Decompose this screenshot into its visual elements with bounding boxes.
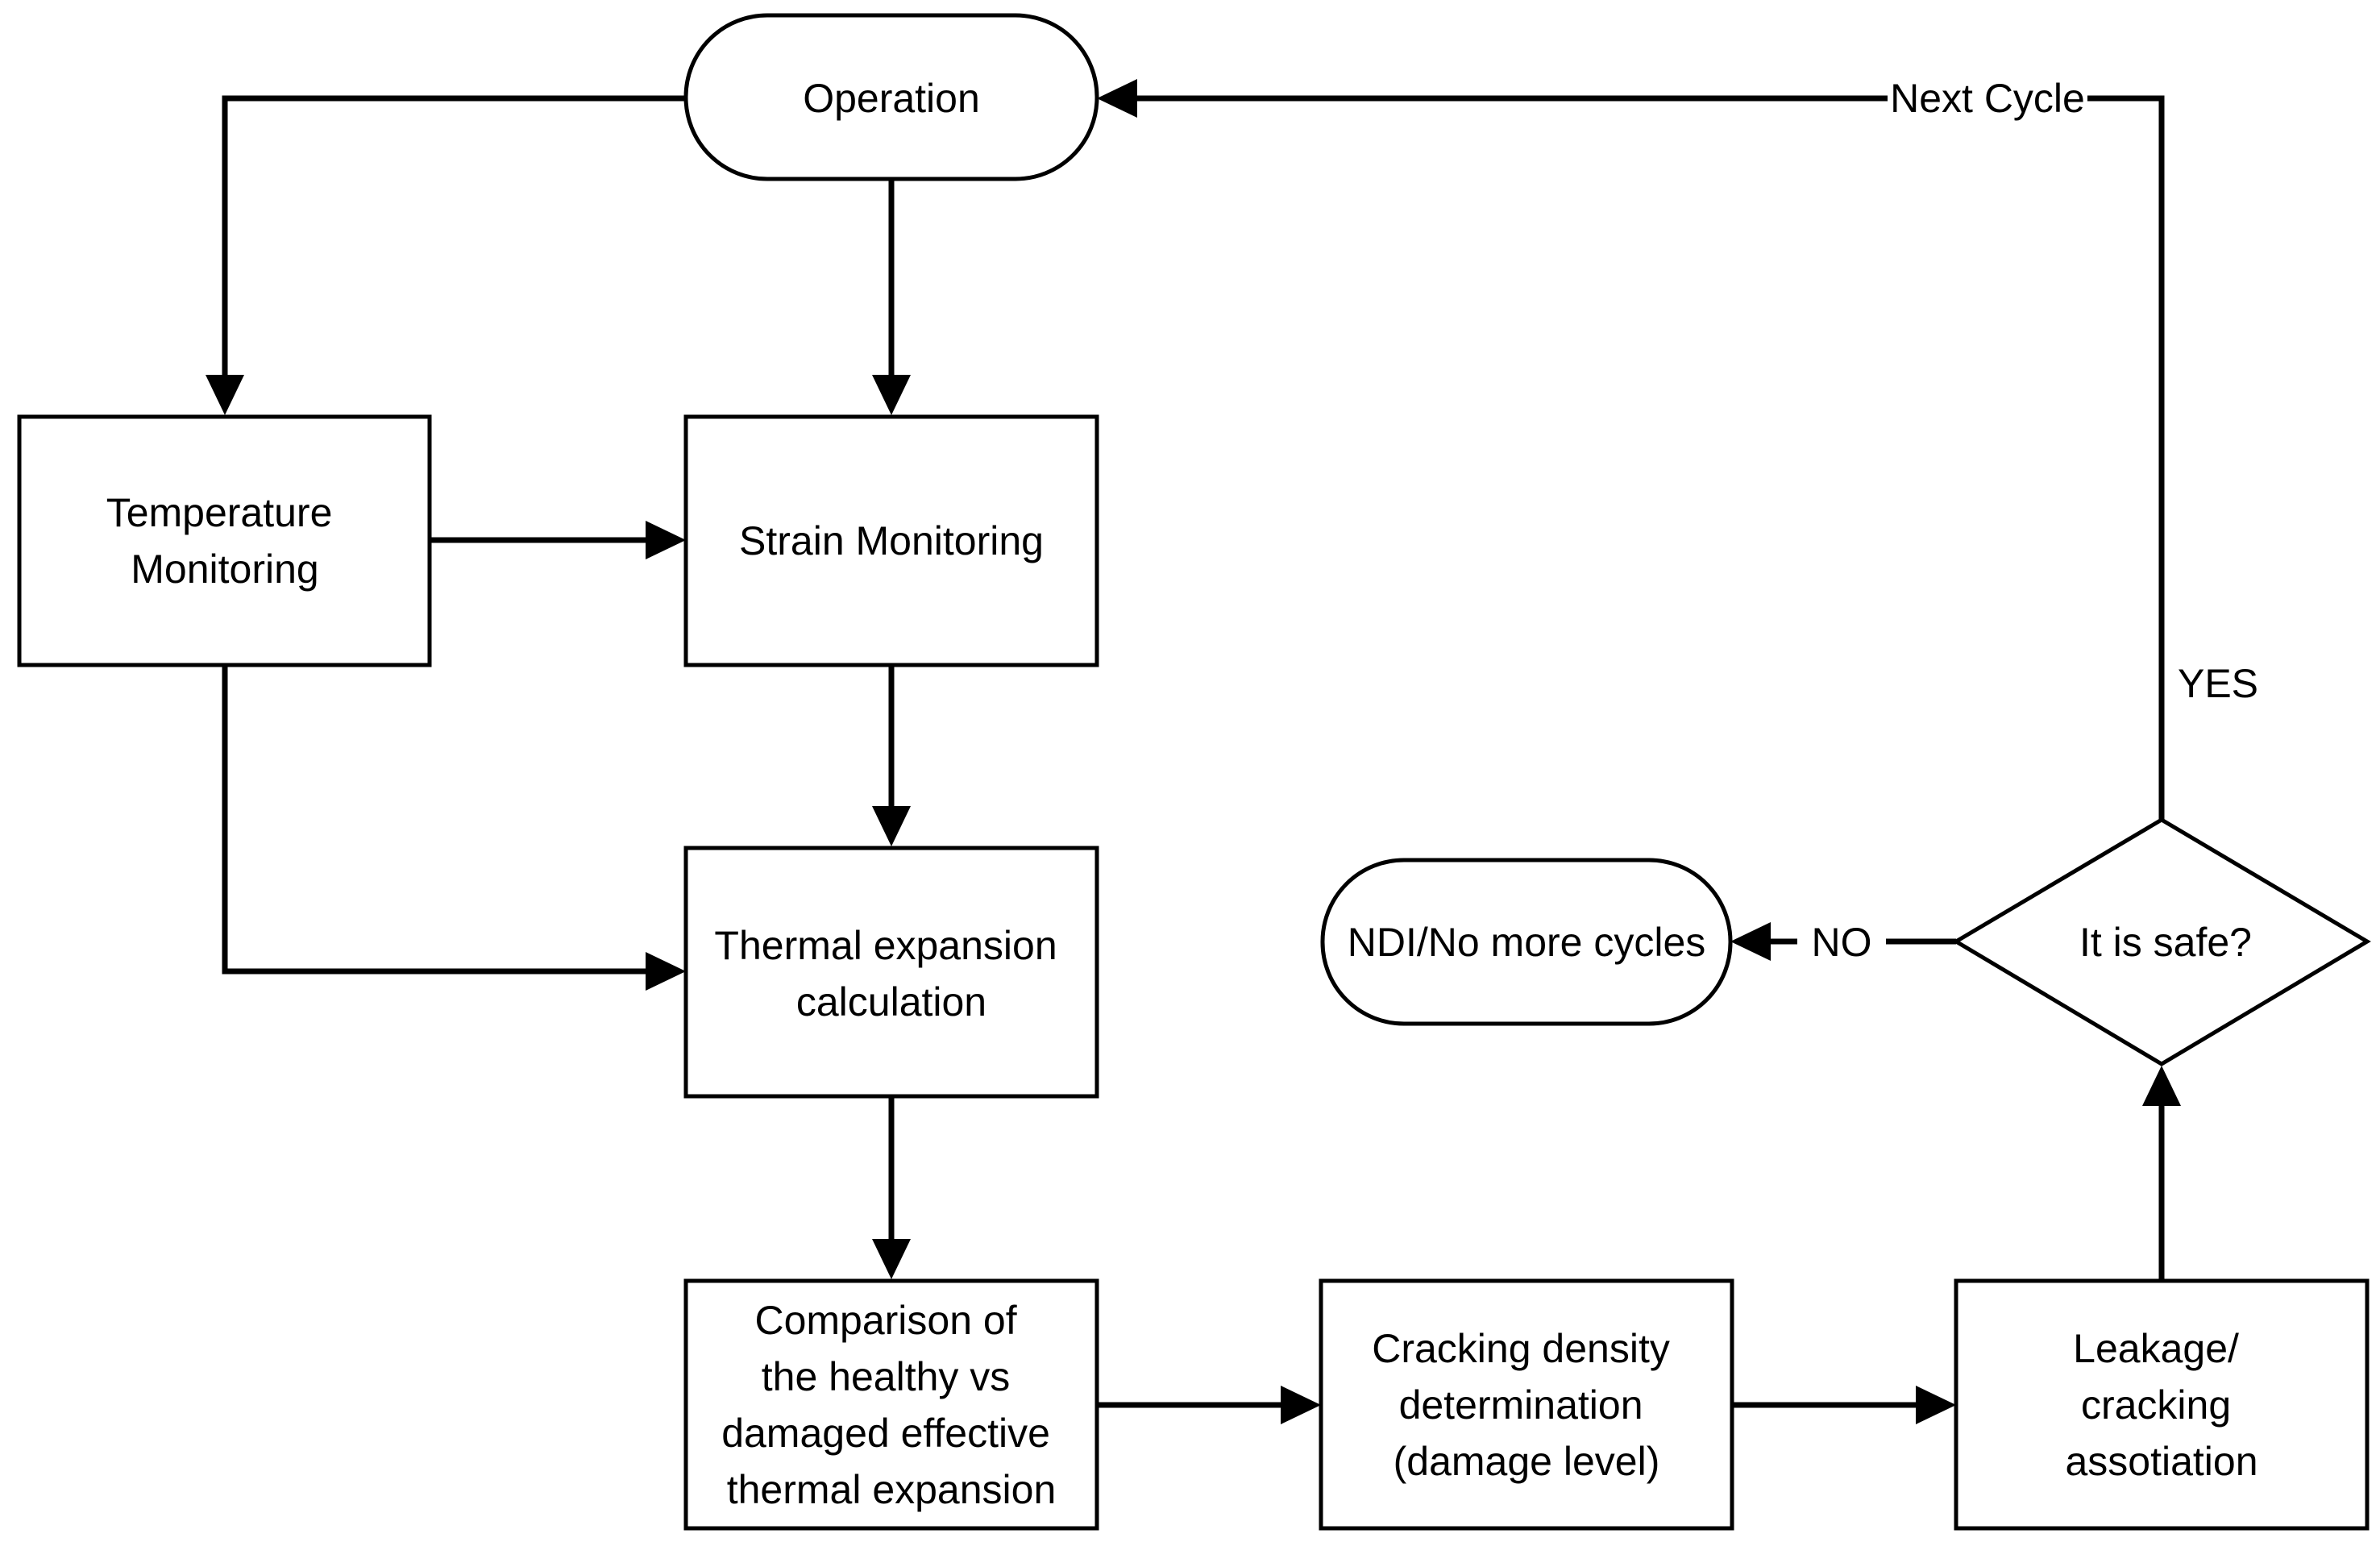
thermal-expansion-label: Thermal expansion calculation <box>714 923 1068 1025</box>
arrowhead-thermal-top <box>872 806 911 846</box>
leakage-label: Leakage/ cracking assotiation <box>2065 1326 2257 1484</box>
arrowhead-cracking <box>1281 1386 1321 1424</box>
arrowhead-temperature <box>206 375 244 415</box>
strain-monitoring-label: Strain Monitoring <box>739 518 1044 563</box>
edge-operation-to-temperature <box>222 95 686 379</box>
node-cracking-density[interactable]: Cracking density determination (damage l… <box>1319 1278 1734 1531</box>
ndi-label-line: NDI/No more cycles <box>1348 920 1706 965</box>
node-operation[interactable]: Operation <box>683 13 1099 181</box>
node-strain-monitoring[interactable]: Strain Monitoring <box>683 414 1099 667</box>
comparison-label-line: the healthy vs <box>762 1354 1011 1399</box>
arrowhead-leakage <box>1916 1386 1956 1424</box>
arrowhead-strain-left <box>646 521 686 559</box>
operation-label-line: Operation <box>803 76 980 121</box>
cracking-density-label: Cracking density determination (damage l… <box>1372 1326 1681 1484</box>
cracking-label-line: (damage level) <box>1394 1439 1660 1484</box>
arrowhead-ndi <box>1730 922 1771 961</box>
temperature-label-line: Monitoring <box>131 547 318 592</box>
cracking-label-line: Cracking density <box>1372 1326 1670 1371</box>
leakage-label-line: assotiation <box>2065 1439 2257 1484</box>
leakage-label-line: Leakage/ <box>2073 1326 2239 1371</box>
strain-label-line: Strain Monitoring <box>739 518 1044 563</box>
temperature-label-line: Temperature <box>106 490 333 535</box>
node-temperature-monitoring[interactable]: Temperature Monitoring <box>17 414 432 667</box>
arrowhead-operation <box>1097 79 1137 118</box>
decision-label-line: It is safe? <box>2079 920 2252 965</box>
temperature-monitoring-label: Temperature Monitoring <box>106 490 344 592</box>
thermal-label-line: Thermal expansion <box>714 923 1057 968</box>
edge-label-yes: YES <box>2178 661 2258 706</box>
node-thermal-expansion[interactable]: Thermal expansion calculation <box>683 846 1099 1099</box>
cracking-label-line: determination <box>1399 1382 1643 1428</box>
edge-label-next-cycle: Next Cycle <box>1890 76 2085 121</box>
edge-label-no: NO <box>1812 920 1872 965</box>
decision-label: It is safe? <box>2079 920 2252 965</box>
comparison-label-line: Comparison of <box>754 1298 1016 1343</box>
node-comparison[interactable]: Comparison of the healthy vs damaged eff… <box>683 1278 1099 1531</box>
ndi-label: NDI/No more cycles <box>1348 920 1706 965</box>
operation-label: Operation <box>803 76 980 121</box>
comparison-label-line: thermal expansion <box>727 1467 1057 1512</box>
edge-decision-yes-to-operation <box>1133 95 2165 820</box>
edges <box>206 79 2181 1424</box>
node-leakage[interactable]: Leakage/ cracking assotiation <box>1954 1278 2370 1531</box>
arrowhead-thermal-left <box>646 952 686 991</box>
arrowhead-decision <box>2142 1066 2181 1106</box>
thermal-label-line: calculation <box>796 979 986 1025</box>
node-decision[interactable]: It is safe? <box>1952 817 2371 1066</box>
comparison-label: Comparison of the healthy vs damaged eff… <box>721 1298 1061 1512</box>
edge-temperature-to-thermal <box>222 665 650 975</box>
node-ndi[interactable]: NDI/No more cycles <box>1320 858 1733 1026</box>
leakage-label-line: cracking <box>2081 1382 2231 1428</box>
arrowhead-comparison <box>872 1239 911 1279</box>
arrowhead-strain-top <box>872 375 911 415</box>
comparison-label-line: damaged effective <box>721 1411 1050 1456</box>
